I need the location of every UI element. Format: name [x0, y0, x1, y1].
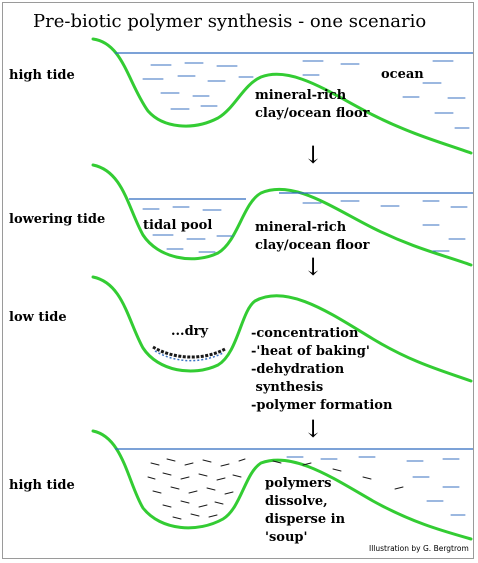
clay-ocean-floor-2 — [91, 163, 473, 267]
water-ripples-4 — [286, 456, 466, 516]
arrow-down-icon: ↓ — [303, 253, 323, 281]
stage-label: lowering tide — [9, 212, 105, 227]
water-label: tidal pool — [143, 218, 212, 233]
note-line: clay/ocean floor — [255, 238, 370, 253]
water-label: ocean — [381, 67, 424, 82]
clay-ocean-floor-1 — [91, 37, 473, 155]
note-line: mineral-rich — [255, 88, 347, 103]
note-line: mineral-rich — [255, 220, 347, 235]
dispersed-polymers — [147, 458, 404, 520]
clay-ocean-floor-3 — [91, 275, 473, 383]
note-line: 'soup' — [265, 530, 308, 545]
diagram-title: Pre-biotic polymer synthesis - one scena… — [33, 11, 426, 32]
stage-label: high tide — [9, 478, 75, 493]
stage-label: high tide — [9, 68, 75, 83]
water-ripples-2 — [142, 200, 468, 253]
panel-high-tide-1: high tide ocean mineral-rich clay/ocean … — [9, 37, 473, 155]
note-line: -dehydration — [251, 362, 345, 377]
diagram-frame: Pre-biotic polymer synthesis - one scena… — [2, 2, 474, 559]
note-line: -concentration — [251, 326, 359, 341]
water-label: ...dry — [171, 324, 209, 339]
note-line: synthesis — [251, 380, 323, 395]
panel-lowering-tide: lowering tide tidal pool mineral-rich cl… — [9, 163, 473, 267]
clay-ocean-floor-4 — [91, 429, 473, 541]
note-line: polymers — [265, 476, 331, 491]
panel-high-tide-2: high tide polymers dissolve, disperse in… — [9, 429, 473, 545]
water-ripples-1 — [142, 60, 470, 129]
note-line: dissolve, — [265, 494, 328, 509]
note-line: -polymer formation — [251, 398, 393, 413]
dry-polymer-residue — [152, 345, 226, 362]
arrow-down-icon: ↓ — [303, 141, 323, 169]
stage-label: low tide — [9, 310, 67, 325]
arrow-down-icon: ↓ — [303, 415, 323, 443]
note-line: clay/ocean floor — [255, 106, 370, 121]
note-line: -'heat of baking' — [251, 344, 370, 359]
diagram-canvas: Pre-biotic polymer synthesis - one scena… — [9, 11, 473, 553]
illustration-credit: Illustration by G. Bergtrom — [369, 544, 469, 553]
note-line: disperse in — [265, 512, 346, 527]
panel-low-tide: low tide ...dry -concentration -'heat of… — [9, 275, 473, 413]
